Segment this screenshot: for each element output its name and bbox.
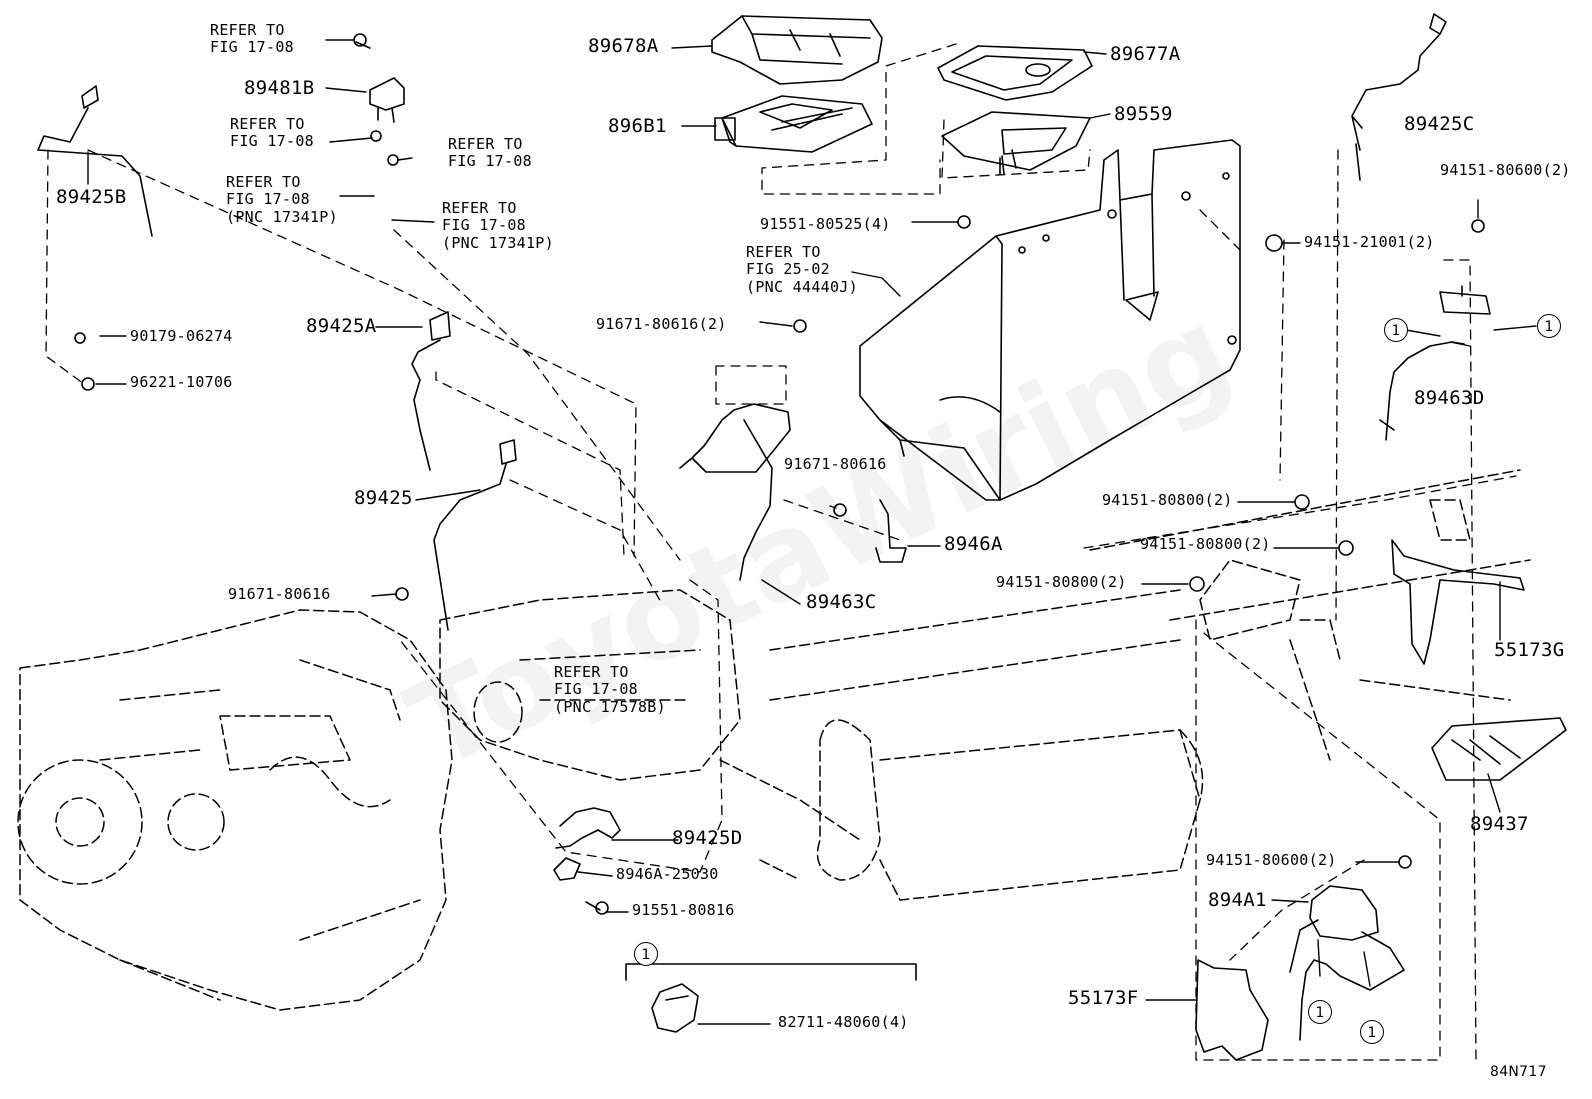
sensor-89425a-shape: [411, 311, 451, 471]
label-89678a: 89678A: [588, 35, 659, 57]
label-89425d: 89425D: [672, 827, 743, 849]
label-55173g: 55173G: [1494, 639, 1565, 661]
circle-marker-1c: 1: [1308, 1000, 1332, 1024]
sensor-89425-shape: [433, 439, 517, 631]
refer-note-4-line3: (PNC 17341P): [226, 207, 338, 226]
refer-note-6: REFER TO FIG 25-02 (PNC 44440J): [746, 243, 858, 296]
battery-tray-shape: [859, 139, 1241, 501]
label-94151-21001: 94151-21001(2): [1304, 233, 1435, 251]
ecu-module-shape: [714, 95, 873, 153]
label-89425b: 89425B: [56, 186, 127, 208]
bracket-8946a-25030-shape: [553, 857, 581, 881]
bracket-55173f-shape: [1195, 959, 1269, 1061]
label-82711-48060: 82711-48060(4): [778, 1013, 909, 1031]
refer-note-5-line3: (PNC 17341P): [442, 233, 554, 252]
label-55173f: 55173F: [1068, 987, 1139, 1009]
bracket-89677a-shape: [937, 45, 1093, 101]
label-8946a: 8946A: [944, 533, 1003, 555]
refer-note-7-line1: REFER TO: [554, 663, 629, 681]
bracket-8946a-shape: [875, 499, 907, 563]
refer-note-2: REFER TO FIG 17-08: [230, 115, 314, 151]
label-94151-80600-top: 94151-80600(2): [1440, 161, 1571, 179]
label-91551-80816: 91551-80816: [632, 901, 735, 919]
sensor-89425c-shape: [1351, 13, 1447, 181]
refer-note-4-line2: FIG 17-08: [226, 190, 310, 209]
leader-lines: [87, 39, 1537, 1025]
bracket-55173g-shape: [1391, 539, 1525, 665]
part-89437-shape: [1431, 717, 1567, 781]
ecu-cover-shape: [711, 15, 883, 85]
label-91551-80525: 91551-80525(4): [760, 215, 891, 233]
label-89437: 89437: [1470, 813, 1529, 835]
circle-marker-1b: 1: [1537, 314, 1561, 338]
label-94151-80800-b: 94151-80800(2): [1140, 535, 1271, 553]
label-90179-06274: 90179-06274: [130, 327, 233, 345]
label-91671-80616-2: 91671-80616(2): [596, 315, 727, 333]
refer-note-3-line2: FIG 17-08: [448, 152, 532, 171]
refer-note-1: REFER TO FIG 17-08: [210, 21, 294, 57]
sensor-89463d-connector: [1439, 285, 1491, 315]
refer-note-2-line1: REFER TO: [230, 115, 305, 133]
legend-bracket: [625, 963, 917, 981]
refer-note-2-line2: FIG 17-08: [230, 132, 314, 151]
label-89425: 89425: [354, 487, 413, 509]
label-89559: 89559: [1114, 103, 1173, 125]
sensor-89425b-shape: [37, 85, 153, 237]
clip-82711-shape: [651, 983, 699, 1033]
refer-note-6-line3: (PNC 44440J): [746, 277, 858, 296]
refer-note-4-line1: REFER TO: [226, 173, 301, 191]
refer-note-7-line2: FIG 17-08: [554, 680, 638, 699]
module-894a1-shape: [1309, 885, 1379, 941]
harness-89463c-shape: [679, 403, 791, 581]
refer-note-6-line2: FIG 25-02: [746, 260, 830, 279]
label-94151-80600-bot: 94151-80600(2): [1206, 851, 1337, 869]
circle-marker-legend: 1: [634, 942, 658, 966]
circle-marker-1d: 1: [1360, 1020, 1384, 1044]
refer-note-7: REFER TO FIG 17-08 (PNC 17578B): [554, 663, 666, 716]
label-91671-80616-left: 91671-80616: [228, 585, 331, 603]
label-91671-80616-mid: 91671-80616: [784, 455, 887, 473]
refer-note-3-line1: REFER TO: [448, 135, 523, 153]
label-8946a-25030: 8946A-25030: [616, 865, 719, 883]
circle-marker-1a: 1: [1384, 318, 1408, 342]
refer-note-3: REFER TO FIG 17-08: [448, 135, 532, 171]
refer-note-7-line3: (PNC 17578B): [554, 697, 666, 716]
label-89463d: 89463D: [1414, 387, 1485, 409]
89481b-shape: [369, 77, 405, 123]
module-894a1-harness: [1289, 919, 1405, 1041]
sensor-89425d-shape: [555, 807, 621, 849]
label-89425c: 89425C: [1404, 113, 1475, 135]
refer-note-6-line1: REFER TO: [746, 243, 821, 261]
label-94151-80800-c: 94151-80800(2): [996, 573, 1127, 591]
dashed-guides: [45, 43, 1517, 1061]
label-96221-10706: 96221-10706: [130, 373, 233, 391]
label-89463c: 89463C: [806, 591, 877, 613]
label-894a1: 894A1: [1208, 889, 1267, 911]
small-hardware: [74, 33, 1485, 915]
label-94151-80800-a: 94151-80800(2): [1102, 491, 1233, 509]
label-89677a: 89677A: [1110, 43, 1181, 65]
engine-outline: [17, 469, 1531, 1011]
refer-note-5-line2: FIG 17-08: [442, 216, 526, 235]
label-896b1: 896B1: [608, 115, 667, 137]
refer-note-1-line2: FIG 17-08: [210, 38, 294, 57]
bracket-89559-shape: [941, 111, 1091, 175]
refer-note-5: REFER TO FIG 17-08 (PNC 17341P): [442, 199, 554, 252]
label-89481b: 89481B: [244, 77, 315, 99]
refer-note-1-line1: REFER TO: [210, 21, 285, 39]
label-89425a: 89425A: [306, 315, 377, 337]
diagram-id: 84N717: [1490, 1064, 1547, 1080]
refer-note-5-line1: REFER TO: [442, 199, 517, 217]
refer-note-4: REFER TO FIG 17-08 (PNC 17341P): [226, 173, 338, 226]
